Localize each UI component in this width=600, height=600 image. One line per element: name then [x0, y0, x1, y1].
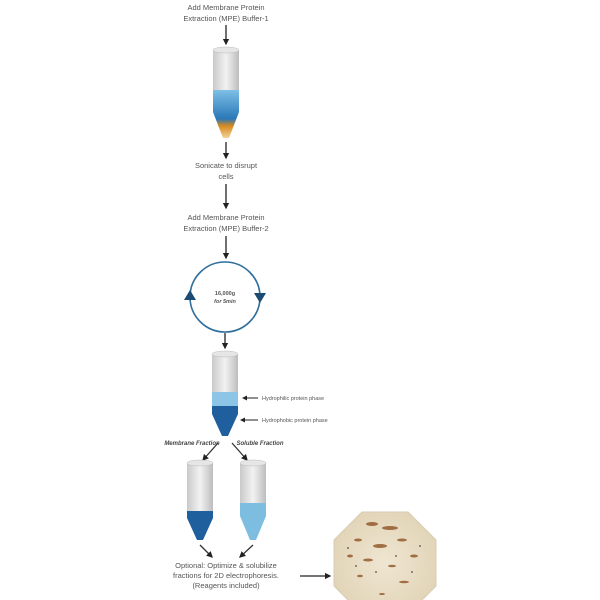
final-step-line3: (Reagents included)	[192, 581, 260, 590]
centrifuge-time: for 5min	[214, 299, 236, 305]
soluble-fraction-label: Soluble Fraction	[236, 441, 283, 447]
arrow-down-left	[202, 442, 219, 461]
arrow-down-right	[199, 544, 213, 558]
hydrophilic-phase-label: Hydrophilic protein phase	[262, 396, 324, 402]
membrane-fraction-label: Membrane Fraction	[164, 441, 220, 447]
tube-1	[212, 46, 240, 138]
centrifuge-speed: 16,000g	[215, 291, 235, 297]
step3-label-line1: Add Membrane Protein	[187, 213, 264, 222]
step1-label-line2: Extraction (MPE) Buffer-1	[183, 14, 268, 23]
arrow-down-right	[231, 442, 248, 461]
tube-2-separated	[211, 350, 239, 436]
arrow-down-left	[239, 544, 254, 558]
step2-label-line2: cells	[218, 172, 233, 181]
soluble-fraction-tube	[239, 459, 267, 540]
final-step-line2: fractions for 2D electrophoresis.	[173, 571, 279, 580]
step1-label-line1: Add Membrane Protein	[187, 3, 264, 12]
step3-label-line2: Extraction (MPE) Buffer-2	[183, 224, 268, 233]
2d-gel-image	[333, 511, 437, 600]
centrifuge-cycle-icon	[184, 261, 266, 333]
hydrophobic-phase-label: Hydrophobic protein phase	[262, 418, 328, 424]
step2-label-line1: Sonicate to disrupt	[195, 161, 258, 170]
membrane-fraction-tube	[186, 459, 214, 540]
final-step-line1: Optional: Optimize & solubilize	[175, 561, 277, 570]
